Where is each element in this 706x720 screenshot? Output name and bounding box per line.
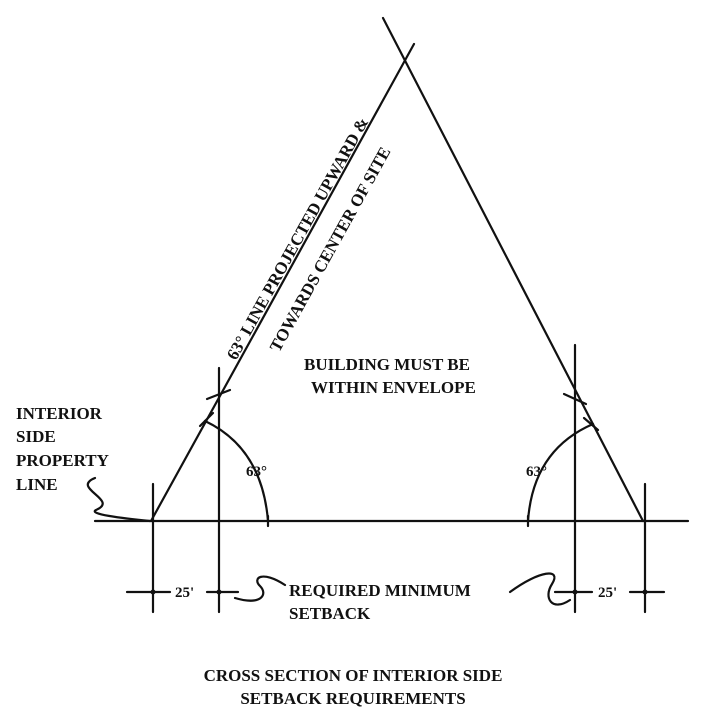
property-line-leader <box>86 476 152 523</box>
right-setback-tick <box>562 392 588 406</box>
setback-leader-right <box>508 572 572 606</box>
angle-label-left: 63° <box>246 464 267 480</box>
dim-dot-3 <box>572 589 578 595</box>
angle-label-right: 63° <box>526 464 547 480</box>
left-envelope-line <box>149 42 416 523</box>
property-label-line2: SIDE <box>16 427 56 446</box>
right-envelope-line <box>381 16 645 523</box>
setback-leader-left <box>233 575 287 602</box>
left-setback-tick <box>205 388 232 401</box>
right-angle-arc <box>526 422 595 523</box>
dim-label-right: 25' <box>598 585 617 601</box>
envelope-label-line1: BUILDING MUST BE <box>304 355 470 374</box>
dim-dot-4 <box>642 589 648 595</box>
caption-line2: SETBACK REQUIREMENTS <box>240 689 465 708</box>
dim-label-left: 25' <box>175 585 194 601</box>
property-label-line4: LINE <box>16 475 58 494</box>
property-label-line1: INTERIOR <box>16 404 103 423</box>
dim-dot-1 <box>150 589 156 595</box>
left-angle-arc <box>203 419 270 523</box>
dim-dot-2 <box>216 589 222 595</box>
left-envelope-tick <box>198 411 215 428</box>
property-label-line3: PROPERTY <box>16 451 109 470</box>
caption-line1: CROSS SECTION OF INTERIOR SIDE <box>204 666 503 685</box>
envelope-label-line2: WITHIN ENVELOPE <box>311 378 476 397</box>
setback-label-line1: REQUIRED MINIMUM <box>289 581 471 600</box>
setback-label-line2: SETBACK <box>289 604 371 623</box>
